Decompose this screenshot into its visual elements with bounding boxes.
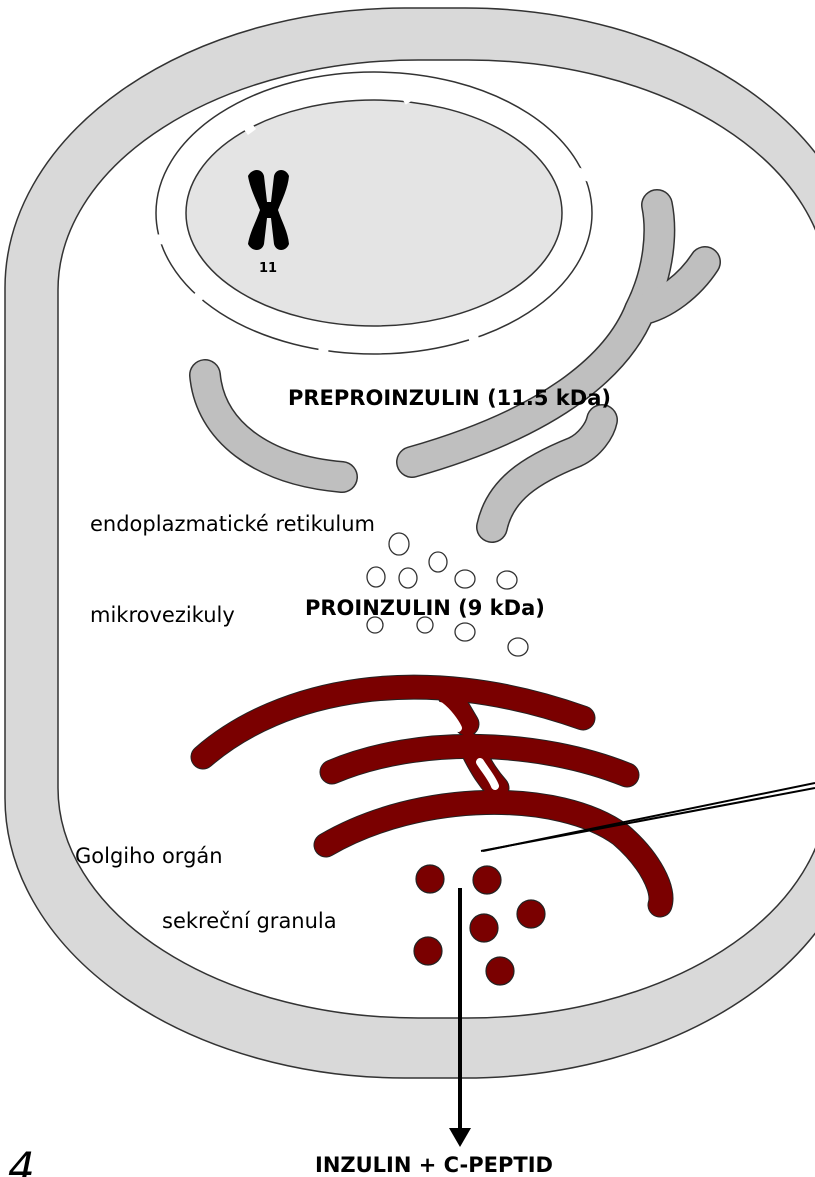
er-label: endoplazmatické retikulum [90,512,375,536]
proinsulin-label: PROINZULIN (9 kDa) [305,596,545,620]
figure-number: 4 [8,1143,35,1177]
granules-label: sekreční granula [162,909,337,933]
microvesicles-label: mikrovezikuly [90,603,235,627]
golgi-label: Golgiho orgán [75,844,223,868]
preproinsulin-label: PREPROINZULIN (11.5 kDa) [288,386,611,410]
product-label: INZULIN + C-PEPTID [315,1153,553,1177]
chromosome-number: 11 [259,261,277,276]
